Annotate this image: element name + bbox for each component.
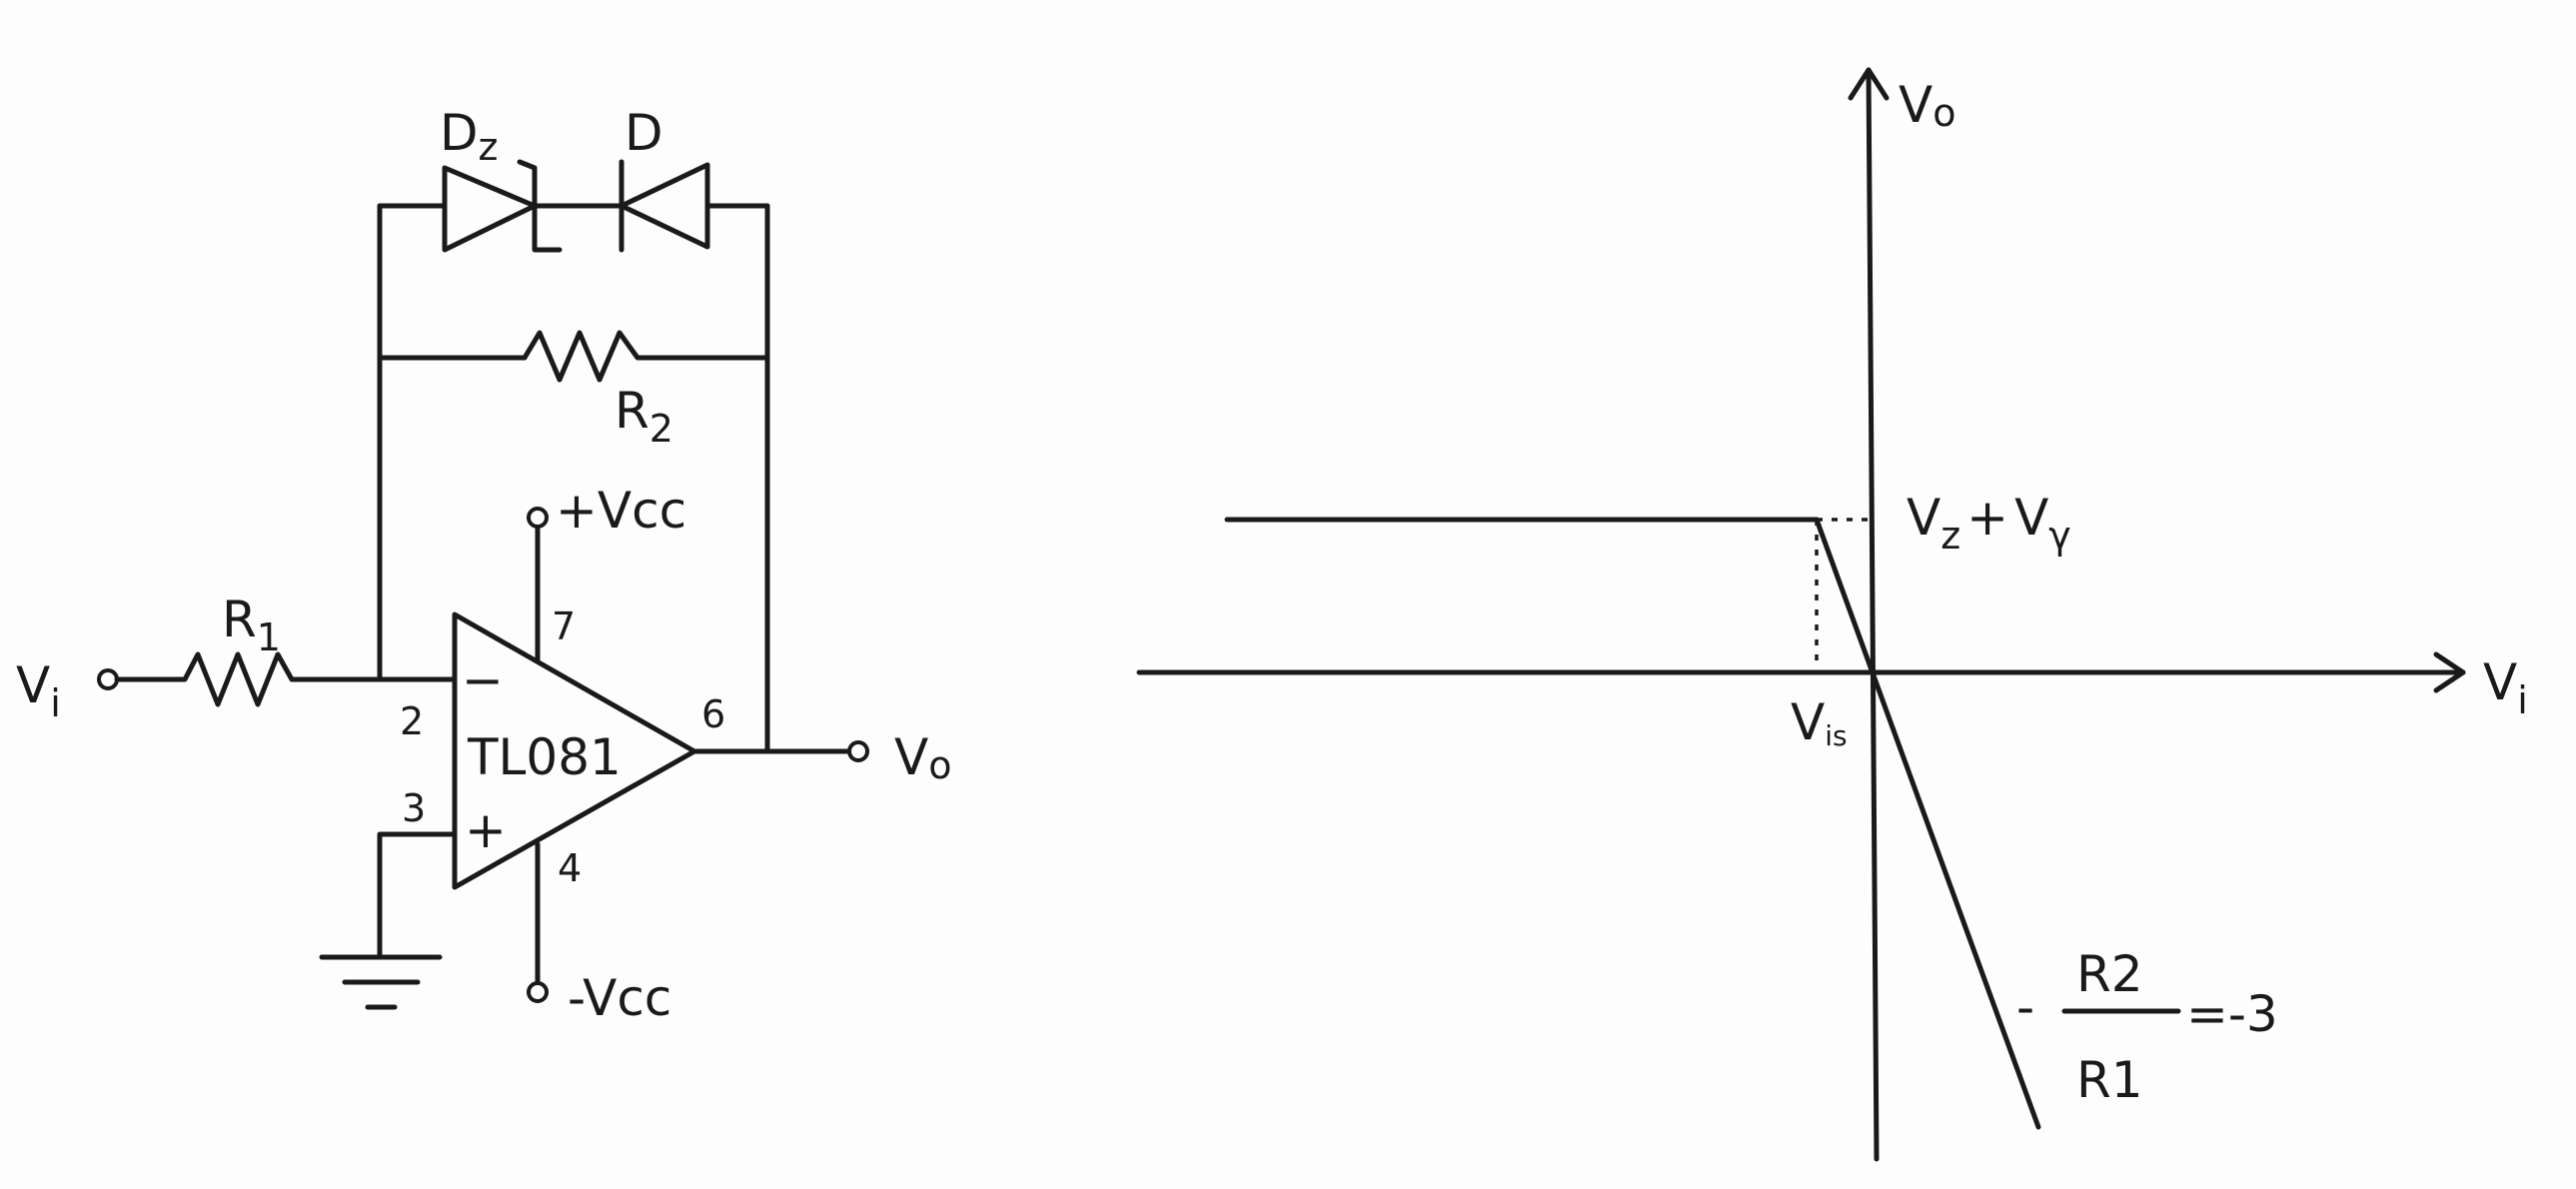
x-axis-arrow bbox=[2433, 651, 2466, 693]
opamp-label: TL081 bbox=[467, 728, 622, 786]
pin-noninverting: 3 bbox=[402, 786, 426, 830]
r1-label: R1 bbox=[222, 591, 281, 659]
pin-vplus: 7 bbox=[552, 604, 576, 648]
input-terminal bbox=[97, 668, 119, 690]
vcc-plus-label: +Vcc bbox=[556, 482, 686, 540]
x-axis-label: Vi bbox=[2483, 653, 2528, 722]
y-axis-arrow bbox=[1848, 67, 1890, 101]
r2-label: R2 bbox=[615, 382, 673, 451]
zener-diode-bar bbox=[517, 159, 563, 253]
inverting-amplifier-circuit: Vi R1 Dz D R2 bbox=[16, 104, 951, 1027]
opamp-plus-sign: + bbox=[465, 801, 507, 859]
resistor-r1 bbox=[165, 651, 383, 707]
linear-region-line bbox=[1814, 517, 2041, 1130]
ground-wire bbox=[377, 831, 458, 957]
slope-numerator: R2 bbox=[2076, 945, 2143, 1003]
opamp-body bbox=[452, 611, 697, 890]
resistor-r2 bbox=[522, 330, 770, 383]
slope-annotation: - R2 R1 =-3 bbox=[2016, 945, 2278, 1109]
opamp-minus-sign: − bbox=[462, 651, 504, 709]
slope-denominator: R1 bbox=[2076, 1051, 2143, 1109]
pin-vminus: 4 bbox=[558, 846, 582, 890]
pin-output: 6 bbox=[701, 692, 725, 736]
vminus-terminal bbox=[527, 981, 549, 1003]
y-axis bbox=[1866, 67, 1880, 1162]
pin-inverting: 2 bbox=[400, 699, 424, 743]
y-axis-label: Vo bbox=[1899, 76, 1955, 135]
output-label: Vo bbox=[894, 728, 951, 787]
output-terminal bbox=[847, 740, 869, 762]
threshold-label: Vis bbox=[1791, 693, 1848, 752]
saturation-label: Vz+Vγ bbox=[1907, 489, 2071, 558]
transfer-characteristic-graph: Vo Vi Vz+Vγ Vis - R2 R1 =-3 bbox=[1136, 67, 2528, 1162]
vplus-terminal bbox=[527, 507, 549, 529]
ground-symbol bbox=[319, 954, 443, 1010]
slope-value: =-3 bbox=[2186, 985, 2278, 1043]
d-label: D bbox=[625, 104, 663, 162]
zener-diode-body bbox=[442, 165, 538, 253]
slope-minus: - bbox=[2016, 978, 2034, 1036]
dz-label: Dz bbox=[440, 104, 498, 169]
diode-d-body bbox=[619, 162, 710, 250]
input-label: Vi bbox=[16, 656, 61, 725]
vcc-minus-label: -Vcc bbox=[568, 969, 671, 1027]
